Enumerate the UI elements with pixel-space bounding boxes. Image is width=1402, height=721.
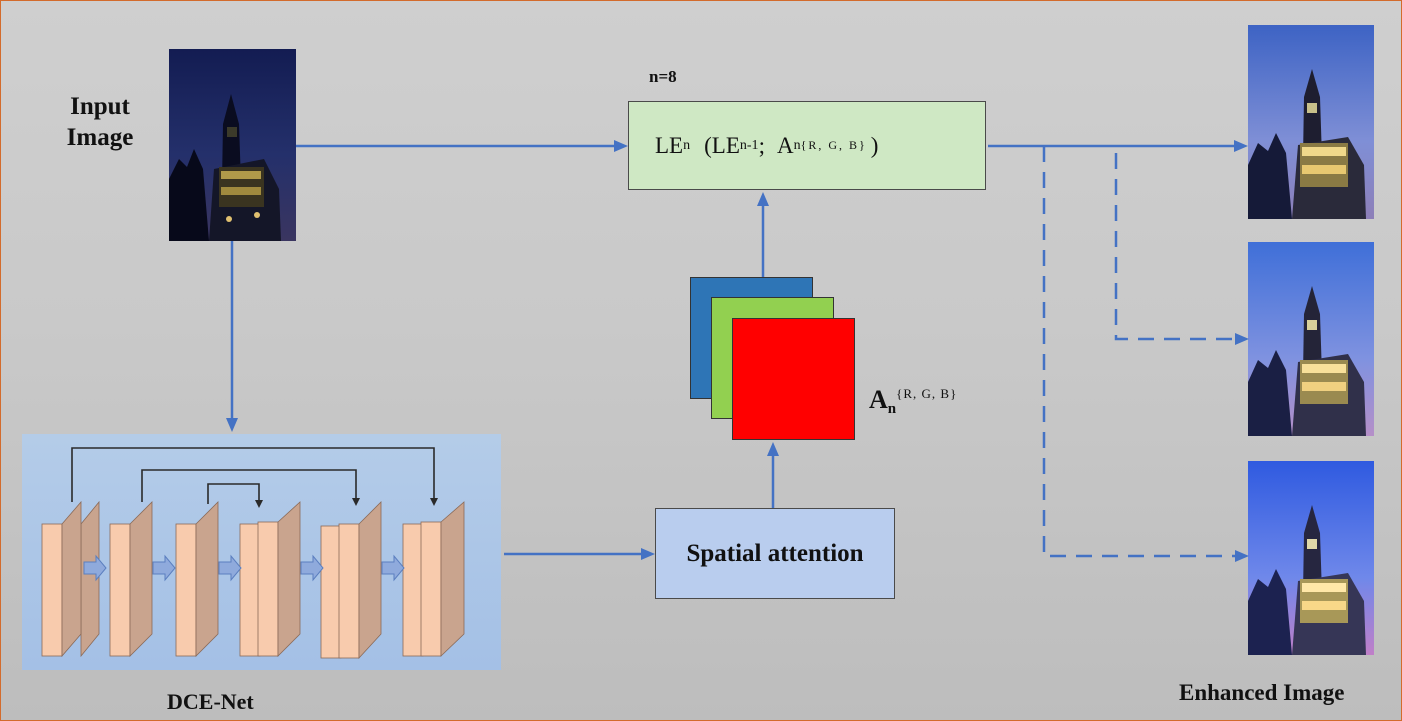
le-sub: n	[683, 137, 691, 153]
a-sub: n	[793, 137, 801, 153]
arrowhead-enh3	[1235, 550, 1249, 562]
open-paren: (	[704, 132, 712, 158]
semicolon: ;	[758, 132, 765, 158]
a-symbol: A	[776, 132, 794, 158]
le-prev-symbol: LE	[711, 132, 740, 158]
enhanced-image-label: Enhanced Image	[1179, 680, 1345, 705]
dce-net-layers	[41, 447, 465, 660]
arrowheads	[226, 140, 1249, 562]
arrowhead-dce	[226, 418, 238, 432]
input-image-label: Input Image	[66, 93, 134, 151]
attention-map-label: An{R, G, B}	[869, 385, 958, 417]
le-symbol: LE	[655, 132, 684, 158]
arrowhead-enh1	[1234, 140, 1248, 152]
iteration-count-label: n=8	[649, 67, 677, 86]
le-prev-sub: n-1	[739, 137, 759, 153]
arrowhead-maps	[767, 442, 779, 456]
dce-net-label: DCE-Net	[167, 689, 254, 714]
enhanced-image-1	[1248, 25, 1374, 219]
arrowhead-le-up	[757, 192, 769, 206]
arrowhead-spatial	[641, 548, 655, 560]
enhanced-image-2	[1248, 242, 1374, 436]
arrowhead-le	[614, 140, 628, 152]
spatial-attention-box: Spatial attention	[655, 508, 895, 599]
input-image-photo	[169, 49, 296, 241]
arrowhead-enh2	[1235, 333, 1249, 345]
attention-map-red	[732, 318, 855, 440]
channels-sup: {R, G, B}	[800, 138, 867, 152]
close-paren: )	[870, 132, 879, 158]
dce-net-panel	[22, 434, 501, 670]
enhanced-image-3	[1248, 461, 1374, 655]
